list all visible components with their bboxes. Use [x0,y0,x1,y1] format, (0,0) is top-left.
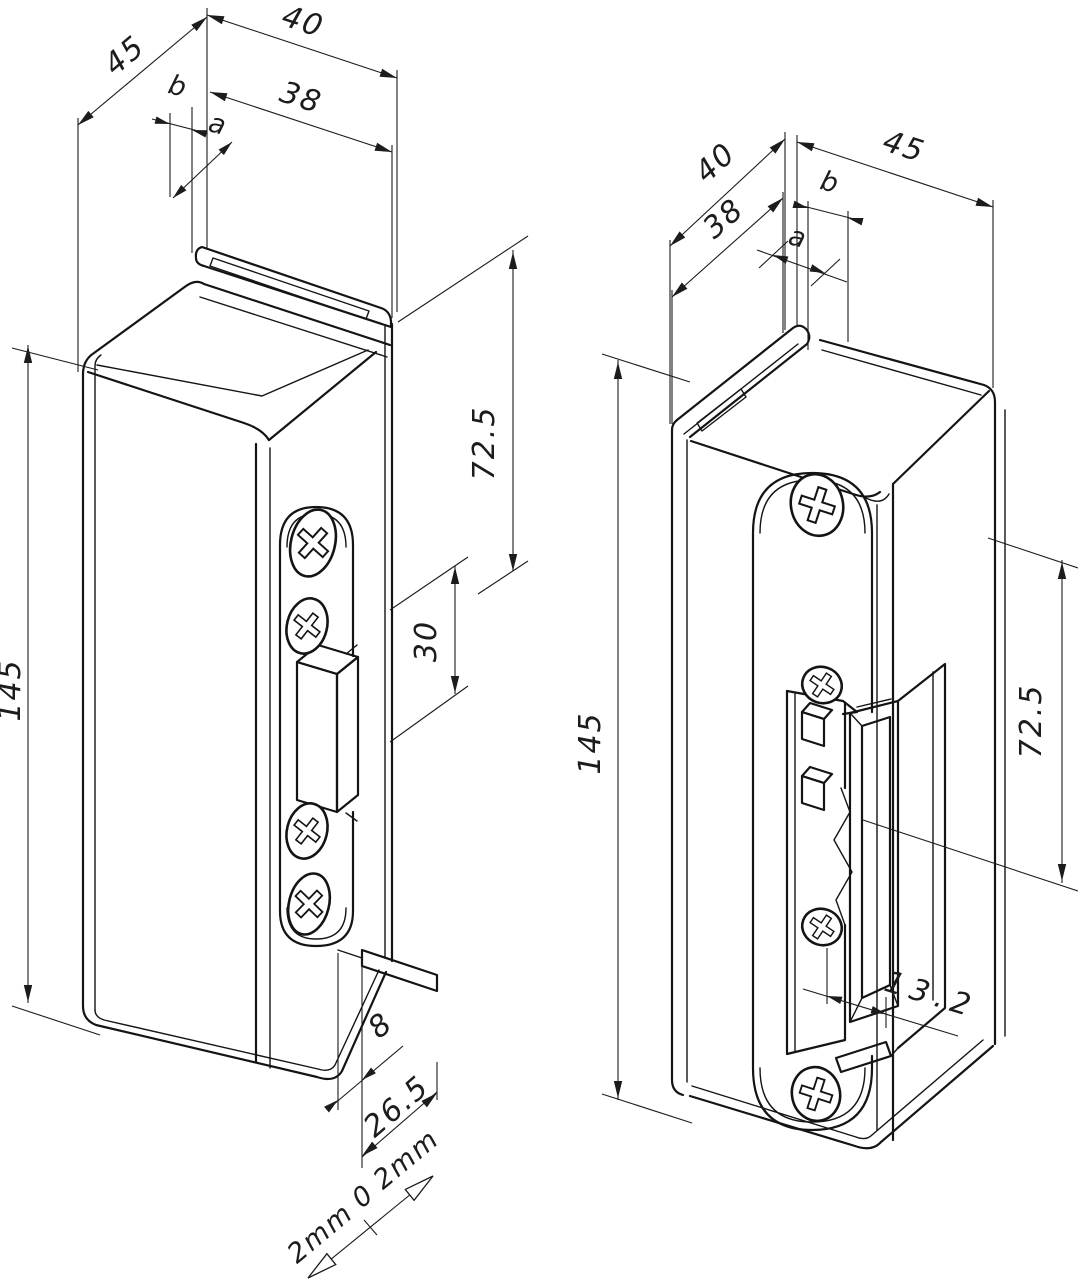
right-body-top-back-edge [818,338,997,404]
dim-a-left: a [205,107,231,142]
dim-height-right: 145 [573,711,608,774]
dim-height-left: 145 [0,658,28,721]
right-body-top-front-edge [689,439,882,498]
dim-top-to-latch-right: 72.5 [1014,684,1049,759]
dim-width-right: 40 [688,136,743,190]
phillips-screw-icon [286,872,332,936]
dimension-arrowheads [23,15,518,1279]
left-body-top-front-edge [86,370,271,442]
dim-a-right: a [785,220,811,255]
left-body-bottom-edge [81,970,388,1081]
dim-faceplate-width-left: 38 [275,75,326,121]
phillips-screw-icon [789,472,845,538]
right-faceplate-front [751,471,874,1132]
dim-width-left: 40 [277,0,328,45]
right-faceplate-notch [696,388,747,432]
left-body-top-right-edge [267,350,378,442]
dim-b-left: b [165,69,192,104]
right-body-bottom-edge [688,1044,995,1150]
adjust-range-zero: 0 [346,1178,381,1214]
phillips-screw-icon [285,802,329,860]
right-strike-view [670,324,1006,1150]
dim-depth-left: 45 [97,29,152,83]
dim-b-right: b [817,165,844,200]
right-keeper-cavity [785,662,947,1074]
phillips-screw-icon [285,597,329,655]
left-body-top-back-edge [202,282,392,347]
cavity-side-wing [896,662,947,1050]
phillips-screw-icon [288,508,338,578]
left-faceplate-lip [360,948,439,993]
right-dimensions: 40 38 45 b a 145 72.5 13.2 [573,124,1078,1124]
dim-top-to-latch-left: 72.5 [467,406,502,481]
dimension-arrowheads [613,139,1067,1098]
dim-latch-offset-right: 13.2 [880,964,981,1025]
left-strike-view [81,245,439,1081]
left-keeper-block [295,643,360,814]
right-faceplate-top-edge [675,324,811,439]
left-body-left-edge [81,280,206,1008]
dim-faceplate-width-right: 38 [696,192,751,246]
left-faceplate-pocket [278,505,358,948]
adjustment-zigzag [833,787,853,926]
right-faceplate-left-edge [670,428,685,1097]
dim-latch-height-left: 30 [409,620,444,662]
phillips-screw-icon [800,907,844,947]
right-body-top-right-edge [891,389,991,486]
phillips-screw-icon [790,1065,842,1123]
cavity-back-wall [860,715,892,1000]
dim-depth-right: 45 [878,124,929,170]
left-faceplate-notch [209,257,370,320]
left-faceplate-top-edge [194,245,393,329]
phillips-screw-icon [800,665,844,705]
adjust-range-minus: 2mm [282,1197,360,1269]
left-dimensions: 45 40 38 b a 72.5 30 145 8 26.5 2mm 0 2m… [0,0,529,1279]
